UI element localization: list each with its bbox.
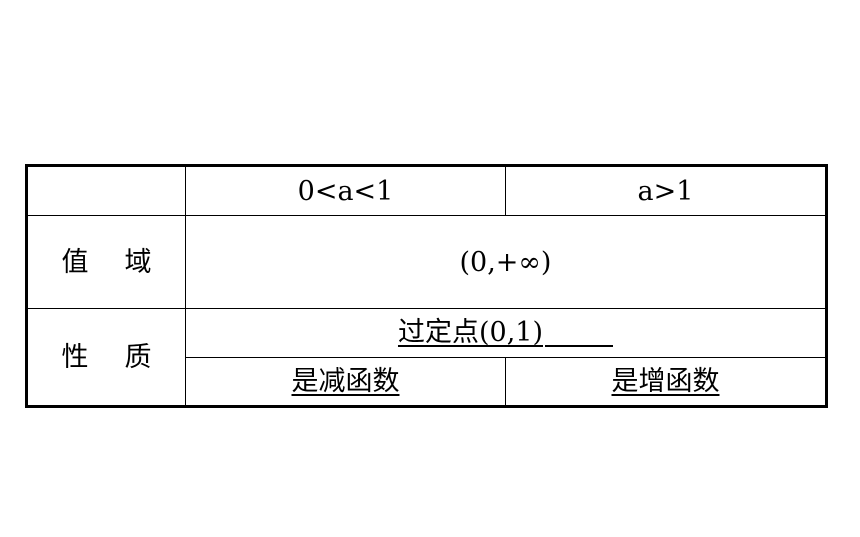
- fixed-point-cell: 过定点(0,1): [185, 308, 827, 358]
- range-label-char2: 域: [124, 246, 152, 278]
- decreasing-text: 是减函数: [291, 366, 400, 397]
- fixed-point-blank-line: [545, 345, 613, 347]
- range-label-char1: 值: [61, 246, 89, 278]
- increasing-text: 是增函数: [611, 366, 720, 397]
- monotonicity-row: 是减函数 是增函数: [27, 357, 827, 407]
- header-cell-a-gt-1: a>1: [505, 165, 827, 216]
- increasing-cell: 是增函数: [505, 357, 827, 407]
- range-label: 值域: [26, 215, 186, 309]
- range-value: (0,+∞): [185, 215, 827, 309]
- range-row: 值域 (0,+∞): [26, 215, 827, 309]
- properties-table: 0<a<1 a>1 值域 (0,+∞) 性质 过定点(0,1) 是减函数 是增函…: [25, 164, 828, 408]
- header-row: 0<a<1 a>1: [26, 165, 827, 216]
- header-corner-cell: [26, 165, 186, 216]
- property-label-char2: 质: [124, 341, 152, 373]
- decreasing-cell: 是减函数: [185, 357, 506, 407]
- fixed-point-row: 性质 过定点(0,1): [26, 308, 827, 407]
- header-cell-0-lt-a-lt-1: 0<a<1: [185, 165, 506, 216]
- property-label: 性质: [26, 308, 186, 407]
- fixed-point-text: 过定点(0,1): [397, 317, 543, 348]
- property-label-char1: 性: [61, 341, 89, 373]
